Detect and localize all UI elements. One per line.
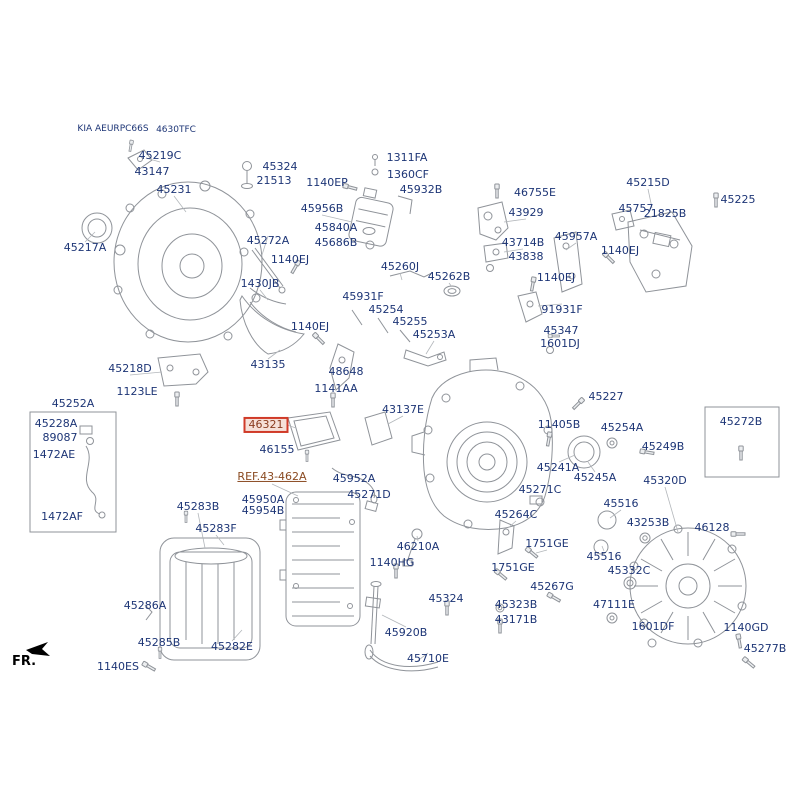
- part-label-45228a[interactable]: 45228A: [34, 416, 78, 430]
- part-label-43137e[interactable]: 43137E: [382, 402, 424, 416]
- part-label-45260j[interactable]: 45260J: [380, 259, 420, 273]
- part-label-46128[interactable]: 46128: [694, 520, 730, 534]
- part-label-45320d[interactable]: 45320D: [643, 473, 687, 487]
- part-label-1360cf[interactable]: 1360CF: [386, 167, 430, 181]
- part-label-45920b[interactable]: 45920B: [384, 625, 428, 639]
- part-label-45285b[interactable]: 45285B: [137, 635, 181, 649]
- part-label-1430jb[interactable]: 1430JB: [240, 276, 280, 290]
- part-label-45516[interactable]: 45516: [603, 496, 639, 510]
- part-label-45347[interactable]: 45347: [543, 323, 579, 337]
- part-label-43135[interactable]: 43135: [250, 357, 286, 371]
- part-label-1751ge[interactable]: 1751GE: [525, 536, 569, 550]
- part-label-47111e[interactable]: 47111E: [593, 597, 635, 611]
- part-label-1140ej[interactable]: 1140EJ: [290, 319, 330, 333]
- part-label-45286a[interactable]: 45286A: [123, 598, 167, 612]
- part-label-45262b[interactable]: 45262B: [427, 269, 471, 283]
- part-label-45272a[interactable]: 45272A: [246, 233, 290, 247]
- part-label-45283f[interactable]: 45283F: [195, 521, 237, 535]
- part-label-45231[interactable]: 45231: [156, 182, 192, 196]
- part-label-43253b[interactable]: 43253B: [626, 515, 670, 529]
- part-label-45332c[interactable]: 45332C: [607, 563, 651, 577]
- part-label-91931f[interactable]: 91931F: [541, 302, 583, 316]
- part-label-45215d[interactable]: 45215D: [626, 175, 670, 189]
- part-label-45241a[interactable]: 45241A: [536, 460, 580, 474]
- part-label-1140gd[interactable]: 1140GD: [723, 620, 769, 634]
- part-label-1311fa[interactable]: 1311FA: [386, 150, 428, 164]
- part-label-45277b[interactable]: 45277B: [743, 641, 787, 655]
- part-label-1601dj[interactable]: 1601DJ: [540, 336, 580, 350]
- part-label-45225[interactable]: 45225: [720, 192, 756, 206]
- fr-indicator: FR.: [10, 640, 64, 674]
- part-label-45245a[interactable]: 45245A: [573, 470, 617, 484]
- part-label-1751ge[interactable]: 1751GE: [491, 560, 535, 574]
- part-label-43838[interactable]: 43838: [508, 249, 544, 263]
- part-label-45264c[interactable]: 45264C: [494, 507, 538, 521]
- selected-part-label[interactable]: 46321: [243, 416, 289, 434]
- part-label-45840a[interactable]: 45840A: [314, 220, 358, 234]
- part-label-21513[interactable]: 21513: [256, 173, 292, 187]
- part-label-45957a[interactable]: 45957A: [554, 229, 598, 243]
- part-label-1141aa[interactable]: 1141AA: [314, 381, 358, 395]
- part-label-45757[interactable]: 45757: [618, 201, 654, 215]
- part-label-45324[interactable]: 45324: [262, 159, 298, 173]
- part-label-43714b[interactable]: 43714B: [501, 235, 545, 249]
- part-label-45954b[interactable]: 45954B: [241, 503, 285, 517]
- part-label-46210a[interactable]: 46210A: [396, 539, 440, 553]
- ref-link[interactable]: REF.43-462A: [237, 469, 307, 483]
- part-label-43171b[interactable]: 43171B: [494, 612, 538, 626]
- part-label-43147[interactable]: 43147: [134, 164, 170, 178]
- catalog-code: KIA AEURPC66S: [77, 124, 149, 135]
- part-label-21825b[interactable]: 21825B: [643, 206, 687, 220]
- part-label-45271d[interactable]: 45271D: [347, 487, 391, 501]
- part-label-1140hg[interactable]: 1140HG: [369, 555, 415, 569]
- part-label-45283b[interactable]: 45283B: [176, 499, 220, 513]
- part-label-45252a[interactable]: 45252A: [51, 396, 95, 410]
- part-label-45932b[interactable]: 45932B: [399, 182, 443, 196]
- catalog-code: 4630TFC: [156, 125, 196, 136]
- part-label-45253a[interactable]: 45253A: [412, 327, 456, 341]
- part-label-45255[interactable]: 45255: [392, 314, 428, 328]
- part-label-1472ae[interactable]: 1472AE: [32, 447, 76, 461]
- part-label-45249b[interactable]: 45249B: [641, 439, 685, 453]
- part-label-45710e[interactable]: 45710E: [407, 651, 449, 665]
- fr-label: FR.: [12, 654, 37, 669]
- part-label-45218d[interactable]: 45218D: [108, 361, 152, 375]
- part-label-45952a[interactable]: 45952A: [332, 471, 376, 485]
- part-label-45950a[interactable]: 45950A: [241, 492, 285, 506]
- part-label-45931f[interactable]: 45931F: [342, 289, 384, 303]
- part-label-1140ep[interactable]: 1140EP: [306, 175, 348, 189]
- part-label-45324[interactable]: 45324: [428, 591, 464, 605]
- part-label-45227[interactable]: 45227: [588, 389, 624, 403]
- part-label-45254a[interactable]: 45254A: [600, 420, 644, 434]
- part-label-11405b[interactable]: 11405B: [537, 417, 581, 431]
- part-label-45282e[interactable]: 45282E: [211, 639, 253, 653]
- part-label-1140ej[interactable]: 1140EJ: [270, 252, 310, 266]
- part-label-46755e[interactable]: 46755E: [514, 185, 556, 199]
- part-label-1140ej[interactable]: 1140EJ: [600, 243, 640, 257]
- part-label-45254[interactable]: 45254: [368, 302, 404, 316]
- fr-arrow-icon: [26, 642, 50, 656]
- part-label-1123le[interactable]: 1123LE: [116, 384, 158, 398]
- part-label-45271c[interactable]: 45271C: [518, 482, 562, 496]
- part-label-45219c[interactable]: 45219C: [138, 148, 182, 162]
- part-label-45956b[interactable]: 45956B: [300, 201, 344, 215]
- part-label-1472af[interactable]: 1472AF: [41, 509, 83, 523]
- part-label-89087[interactable]: 89087: [42, 430, 78, 444]
- part-label-1140es[interactable]: 1140ES: [97, 659, 139, 673]
- part-label-1601df[interactable]: 1601DF: [631, 619, 675, 633]
- part-label-46155[interactable]: 46155: [259, 442, 295, 456]
- part-label-45272b[interactable]: 45272B: [719, 414, 763, 428]
- part-label-45323b[interactable]: 45323B: [494, 597, 538, 611]
- part-label-45217a[interactable]: 45217A: [63, 240, 107, 254]
- part-label-45516[interactable]: 45516: [586, 549, 622, 563]
- part-label-45267g[interactable]: 45267G: [530, 579, 574, 593]
- part-label-1140ej[interactable]: 1140EJ: [536, 270, 576, 284]
- part-label-45686b[interactable]: 45686B: [314, 235, 358, 249]
- part-label-43929[interactable]: 43929: [508, 205, 544, 219]
- part-label-48648[interactable]: 48648: [328, 364, 364, 378]
